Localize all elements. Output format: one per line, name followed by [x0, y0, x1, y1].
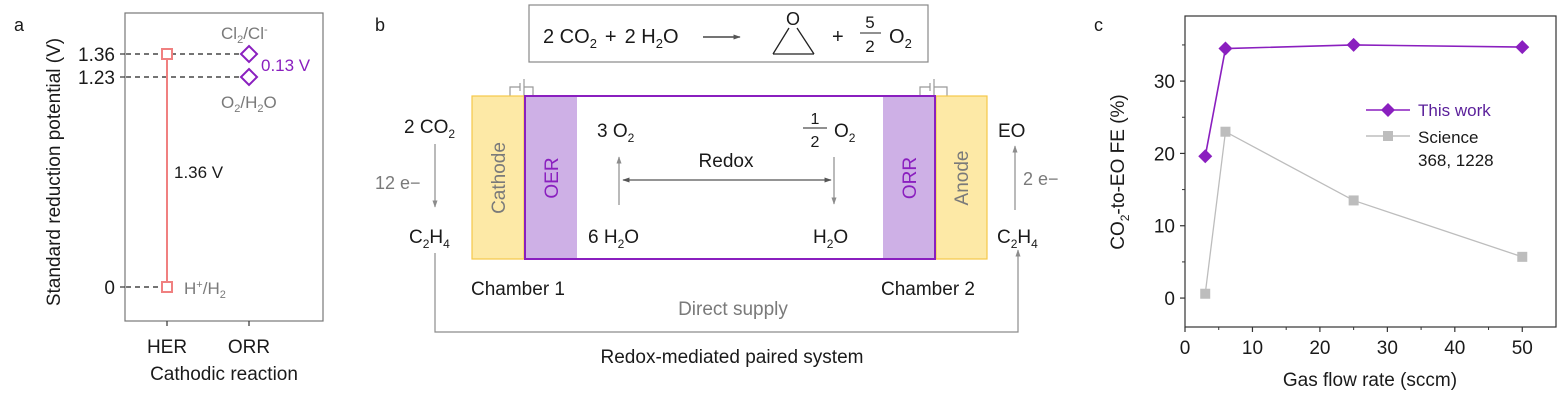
svg-text:O: O [786, 9, 800, 29]
direct-supply-path [434, 249, 1021, 333]
panel-a-axes-frame [124, 12, 324, 322]
right-c2h4: C2H4 [997, 227, 1038, 251]
data-point-science-368-1228 [1220, 126, 1231, 137]
ytick-label: 10 [1154, 217, 1175, 238]
middle-6h2o: 6 H2O [588, 227, 639, 251]
right-eo: EO [998, 121, 1025, 142]
ytick-label: 20 [1154, 144, 1175, 165]
svg-text:2: 2 [865, 37, 874, 56]
xtick-label-orr: ORR [228, 337, 270, 358]
middle-half-o2: 1 2 O2 [803, 111, 856, 151]
epoxide-icon: O [772, 9, 815, 55]
label-gap-0.13v: 0.13 V [261, 56, 311, 75]
data-point-this-work [1515, 40, 1530, 55]
xtick-label: 0 [1180, 338, 1191, 359]
middle-h2o: H2O [813, 227, 848, 251]
left-electrons: 12 e− [375, 173, 421, 193]
panel-b: b 2 CO2+2 H2O O + 5 2 O2 [375, 4, 1059, 368]
svg-text:2: 2 [811, 134, 820, 151]
panel-b-caption: Redox-mediated paired system [601, 347, 864, 368]
chart-legend: This work Science 368, 1228 [1366, 101, 1494, 170]
xtick-label: 50 [1512, 338, 1533, 359]
label-h-h2: H+/H2 [184, 279, 226, 301]
panel-a-ylabel: Standard reduction potential (V) [44, 38, 65, 306]
series-this-work [1198, 37, 1530, 164]
svg-text:O2: O2 [834, 121, 856, 145]
svg-text:5: 5 [865, 13, 874, 32]
orr-catalyst-layer [883, 96, 935, 259]
label-o2-h2o: O2/H2O [221, 93, 277, 115]
label-cl2-cl: Cl2/Cl- [221, 24, 268, 46]
orr-marker-o2 [239, 67, 259, 87]
middle-3o2: 3 O2 [597, 121, 635, 145]
redox-cell-frame [524, 95, 936, 260]
oer-label: OER [542, 157, 563, 198]
equation-product-o2: O2 [889, 26, 912, 51]
chart-ylabel: CO2-to-EO FE (%) [1108, 94, 1132, 250]
data-point-this-work [1198, 149, 1213, 164]
equation-fraction-5-2: 5 2 [860, 13, 881, 56]
right-electrons: 2 e− [1023, 169, 1059, 189]
y-axis-ticks: 0 10 20 30 [1154, 44, 1185, 310]
chamber-2-label: Chamber 2 [881, 279, 975, 300]
left-co2: 2 CO2 [404, 117, 455, 141]
data-point-this-work [1218, 41, 1233, 56]
orr-label: ORR [900, 157, 921, 199]
x-axis-ticks: 0 10 20 30 40 50 [1180, 327, 1533, 359]
chart-xlabel: Gas flow rate (sccm) [1283, 370, 1457, 391]
panel-a-xlabel: Cathodic reaction [150, 364, 298, 385]
left-c2h4: C2H4 [409, 227, 450, 251]
xtick-label: 20 [1309, 338, 1330, 359]
legend-item-science: Science 368, 1228 [1366, 128, 1494, 170]
legend-marker-square [1383, 131, 1393, 141]
equation-reactants: 2 CO2+2 H2O [543, 26, 679, 51]
ytick-label: 30 [1154, 72, 1175, 93]
cathode-electrode [471, 95, 525, 260]
direct-supply-label: Direct supply [678, 299, 788, 320]
panel-c-label: c [1094, 15, 1103, 35]
data-point-this-work [1346, 37, 1361, 52]
battery-icon-left [509, 79, 534, 96]
legend-marker-diamond [1381, 103, 1395, 117]
series-science-368-1228 [1200, 126, 1528, 299]
her-marker-h2 [161, 281, 173, 293]
svg-text:1: 1 [811, 111, 820, 128]
xtick-label: 40 [1444, 338, 1465, 359]
anode-label: Anode [952, 151, 973, 206]
ytick-label-1.23: 1.23 [78, 68, 115, 89]
panel-a-label: a [14, 15, 25, 35]
panel-a: a 1.36 1.23 0 HER ORR Cathodic reaction … [14, 12, 324, 385]
ytick-label-1.36: 1.36 [78, 45, 115, 66]
equation-plus-2: + [832, 26, 844, 48]
cathode-label: Cathode [489, 142, 510, 214]
xtick-label: 30 [1377, 338, 1398, 359]
legend-label-science-line2: 368, 1228 [1418, 151, 1494, 170]
data-point-science-368-1228 [1517, 251, 1528, 262]
label-span-1.36v: 1.36 V [174, 163, 224, 182]
anode-electrode [935, 95, 988, 260]
chart-series [1198, 37, 1530, 299]
ytick-label: 0 [1164, 289, 1175, 310]
legend-label-science-line1: Science [1418, 128, 1478, 147]
panel-c: c 0 10 20 30 0 10 20 30 40 50 Gas flow rate (scc… [1094, 15, 1557, 391]
ytick-label-0: 0 [104, 278, 115, 299]
legend-item-this-work: This work [1366, 101, 1491, 120]
series-line-this-work [1204, 44, 1523, 157]
panel-c-axes-frame [1184, 15, 1557, 328]
data-point-science-368-1228 [1200, 288, 1211, 299]
data-point-science-368-1228 [1348, 195, 1359, 206]
her-marker-cl2 [161, 48, 173, 60]
redox-label: Redox [699, 151, 754, 172]
panel-b-label: b [375, 15, 385, 35]
battery-icon-right [919, 79, 948, 96]
xtick-label: 10 [1242, 338, 1263, 359]
oer-catalyst-layer [525, 96, 577, 259]
legend-label-this-work: This work [1418, 101, 1491, 120]
xtick-label-her: HER [147, 337, 187, 358]
chamber-1-label: Chamber 1 [471, 279, 565, 300]
series-line-science-368-1228 [1204, 130, 1523, 294]
orr-marker-cl2 [239, 44, 259, 64]
